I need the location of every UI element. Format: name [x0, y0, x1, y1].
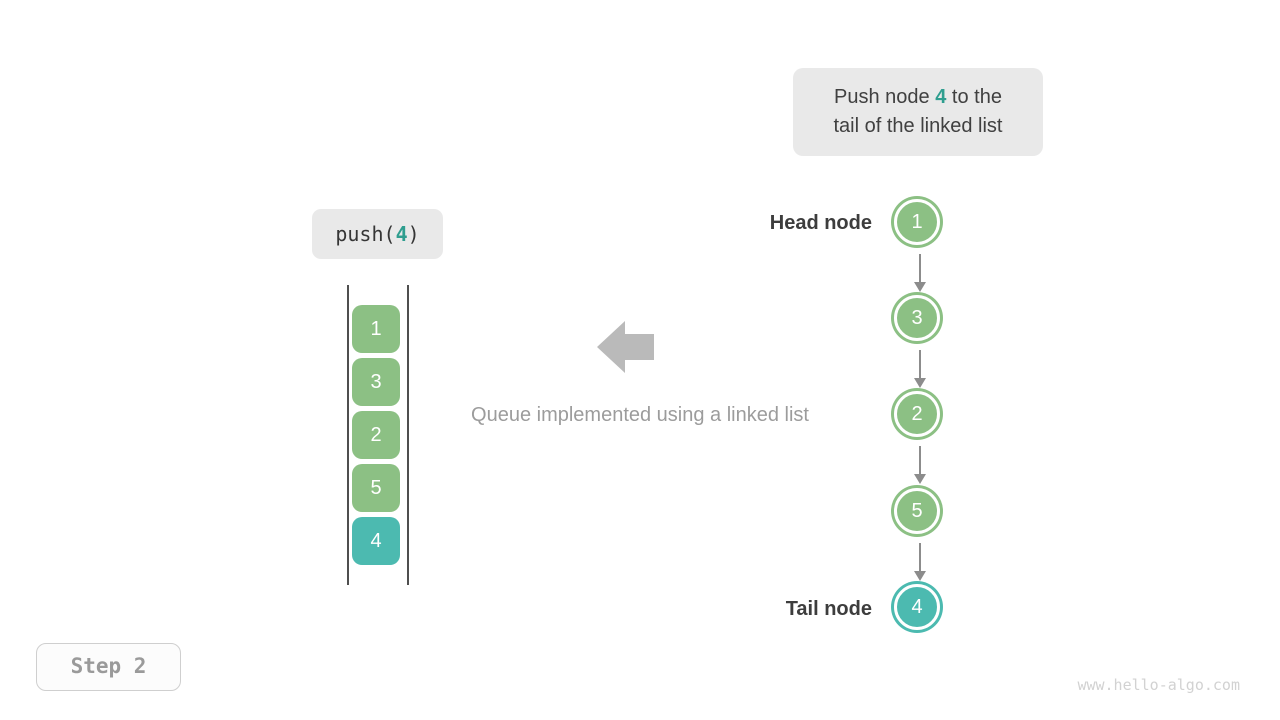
- linked-list-node: 4: [894, 584, 940, 630]
- arrow-down-icon: [914, 543, 926, 581]
- watermark-url: www.hello-algo.com: [1077, 676, 1240, 694]
- queue-wall-left: [347, 285, 349, 585]
- queue-cell: 4: [352, 517, 400, 565]
- queue-cell: 1: [352, 305, 400, 353]
- push-call-after: ): [407, 222, 420, 246]
- queue-cell: 2: [352, 411, 400, 459]
- callout-text-after: to the tail of the linked list: [833, 86, 1003, 137]
- head-node-label: Head node: [769, 212, 872, 234]
- linked-list-node: 3: [894, 295, 940, 341]
- step-badge: Step 2: [36, 643, 181, 691]
- callout-highlight-value: 4: [935, 86, 947, 108]
- push-call-label: push(4): [312, 209, 443, 259]
- callout-bubble: Push node 4 to the tail of the linked li…: [793, 68, 1043, 156]
- arrow-down-icon: [914, 446, 926, 484]
- left-block-arrow-icon: [597, 319, 654, 380]
- queue-wall-right: [407, 285, 409, 585]
- arrow-down-icon: [914, 350, 926, 388]
- tail-node-label: Tail node: [785, 598, 872, 620]
- linked-list-node: 2: [894, 391, 940, 437]
- figure-caption: Queue implemented using a linked list: [471, 404, 809, 426]
- linked-list-node: 5: [894, 488, 940, 534]
- queue-cell: 3: [352, 358, 400, 406]
- push-call-value: 4: [395, 222, 408, 246]
- queue-cell: 5: [352, 464, 400, 512]
- arrow-down-icon: [914, 254, 926, 292]
- linked-list-node: 1: [894, 199, 940, 245]
- callout-text-before: Push node: [834, 86, 936, 108]
- push-call-before: push(: [335, 222, 396, 246]
